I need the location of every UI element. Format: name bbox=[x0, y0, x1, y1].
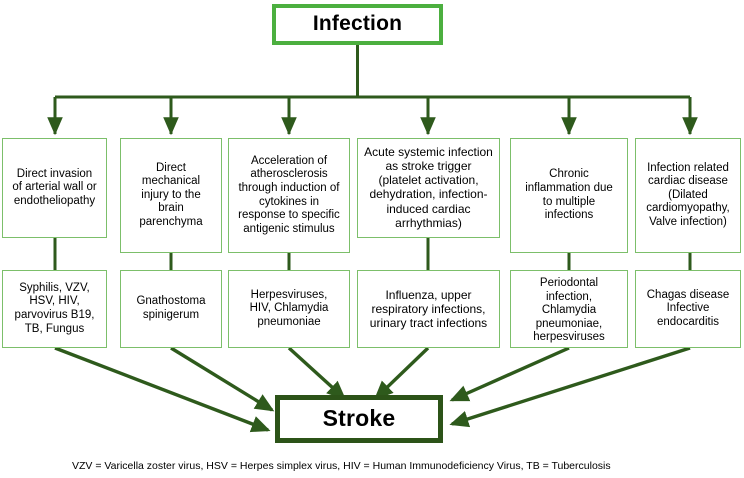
edge-path5-to-stroke bbox=[449, 346, 570, 402]
node-mechanism-direct-invasion[interactable]: Direct invasion of arterial wall or endo… bbox=[2, 138, 107, 238]
node-mechanism-atherosclerosis[interactable]: Acceleration of atherosclerosis through … bbox=[228, 138, 350, 253]
node-pathogen-4-label: Influenza, upper respiratory infections,… bbox=[369, 287, 488, 331]
edge-path6-to-stroke bbox=[449, 346, 691, 428]
node-stroke[interactable]: Stroke bbox=[275, 395, 443, 443]
node-mechanism-2-label: Direct mechanical injury to the brain pa… bbox=[139, 161, 203, 228]
node-pathogens-influenza[interactable]: Influenza, upper respiratory infections,… bbox=[357, 270, 500, 348]
node-mechanism-chronic-inflammation[interactable]: Chronic inflammation due to multiple inf… bbox=[510, 138, 628, 253]
node-stroke-label: Stroke bbox=[322, 405, 396, 432]
abbreviation-legend: VZV = Varicella zoster virus, HSV = Herp… bbox=[72, 460, 611, 472]
node-pathogen-5-label: Periodontal infection, Chlamydia pneumon… bbox=[533, 277, 605, 344]
node-mechanism-acute-systemic-infection[interactable]: Acute systemic infection as stroke trigg… bbox=[357, 138, 500, 238]
node-pathogens-periodontal[interactable]: Periodontal infection, Chlamydia pneumon… bbox=[510, 270, 628, 348]
node-mechanism-4-label: Acute systemic infection as stroke trigg… bbox=[364, 145, 493, 230]
node-mechanism-6-label: Infection related cardiac disease (Dilat… bbox=[646, 161, 730, 228]
abbreviation-legend-text: VZV = Varicella zoster virus, HSV = Herp… bbox=[72, 460, 611, 472]
node-pathogen-6-label: Chagas disease Infective endocarditis bbox=[646, 288, 730, 328]
node-mechanism-5-label: Chronic inflammation due to multiple inf… bbox=[525, 168, 613, 222]
node-mechanism-cardiac-disease[interactable]: Infection related cardiac disease (Dilat… bbox=[635, 138, 741, 253]
edge-path2-to-stroke bbox=[170, 346, 275, 412]
node-infection-label: Infection bbox=[312, 12, 403, 36]
node-pathogen-1-label: Syphilis, VZV, HSV, HIV, parvovirus B19,… bbox=[14, 281, 95, 335]
node-pathogens-chagas[interactable]: Chagas disease Infective endocarditis bbox=[635, 270, 741, 348]
edge-path3-to-stroke bbox=[287, 346, 347, 400]
edge-path1-to-stroke bbox=[54, 346, 271, 433]
node-mechanism-1-label: Direct invasion of arterial wall or endo… bbox=[12, 167, 97, 207]
node-mechanism-3-label: Acceleration of atherosclerosis through … bbox=[238, 154, 340, 235]
edge-path4-to-stroke bbox=[374, 346, 430, 400]
node-infection[interactable]: Infection bbox=[272, 4, 443, 45]
node-pathogen-2-label: Gnathostoma spinigerum bbox=[136, 295, 206, 321]
node-pathogen-3-label: Herpesviruses, HIV, Chlamydia pneumoniae bbox=[249, 288, 329, 328]
node-pathogens-syphilis-group[interactable]: Syphilis, VZV, HSV, HIV, parvovirus B19,… bbox=[2, 270, 107, 348]
node-mechanism-mechanical-injury[interactable]: Direct mechanical injury to the brain pa… bbox=[120, 138, 222, 253]
node-pathogens-herpesviruses[interactable]: Herpesviruses, HIV, Chlamydia pneumoniae bbox=[228, 270, 350, 348]
node-pathogens-gnathostoma[interactable]: Gnathostoma spinigerum bbox=[120, 270, 222, 348]
